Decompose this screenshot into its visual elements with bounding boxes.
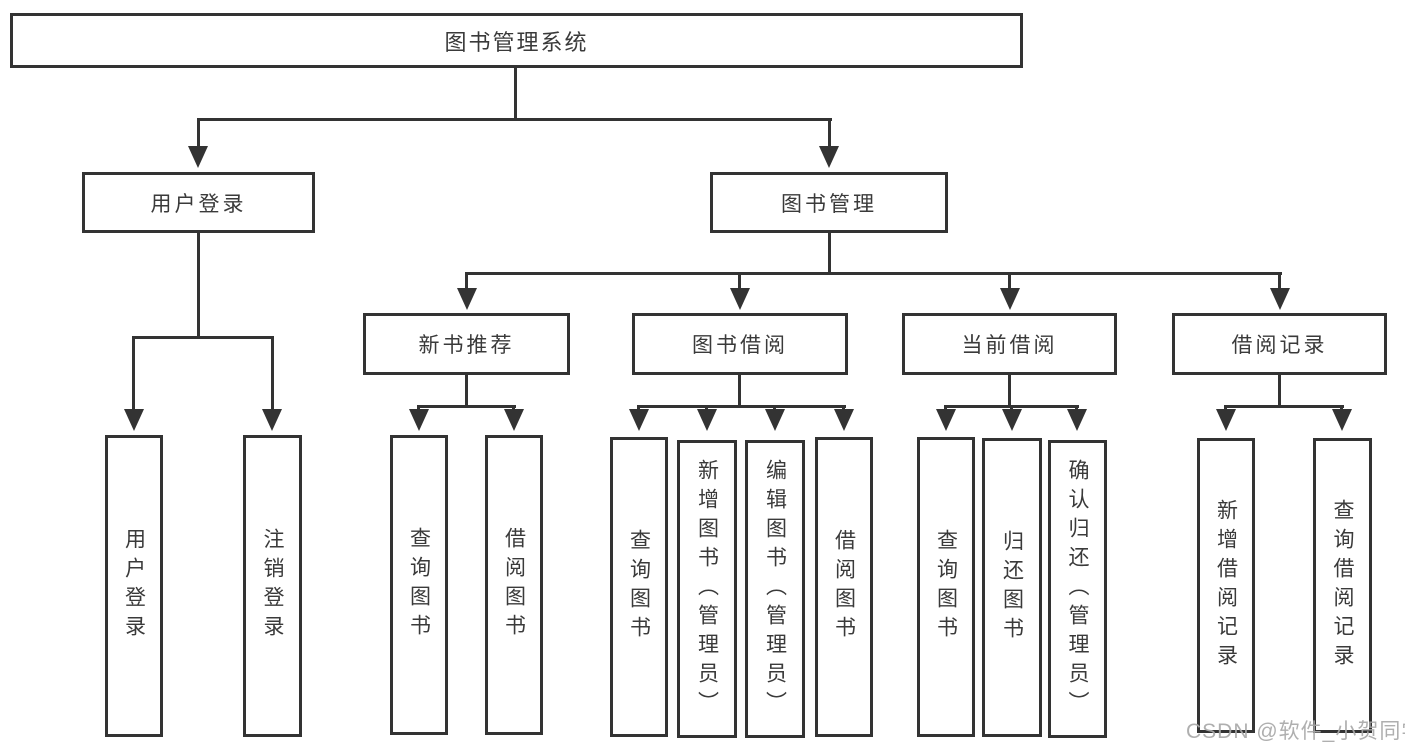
node-label: 新书推荐 [418, 334, 515, 357]
connector-line [1008, 375, 1011, 405]
node-label: 借阅图书 [832, 529, 856, 645]
arrowhead-down-icon [504, 409, 524, 431]
leaf-query-books: 查询图书 [610, 437, 668, 737]
node-label: 当前借阅 [961, 334, 1058, 357]
arrowhead-down-icon [765, 409, 785, 431]
connector-line [197, 233, 200, 336]
leaf-query-books: 查询图书 [917, 437, 975, 737]
arrowhead-down-icon [936, 409, 956, 431]
arrowhead-down-icon [834, 409, 854, 431]
node-current-borrow: 当前借阅 [902, 313, 1117, 375]
leaf-add-borrow-record: 新增借阅记录 [1197, 438, 1255, 733]
node-label: 编辑图书（管理员） [763, 458, 787, 720]
arrowhead-down-icon [697, 409, 717, 431]
node-user-login: 用户登录 [82, 172, 315, 233]
connector-line [1224, 405, 1344, 408]
connector-line [637, 405, 846, 408]
node-label: 借阅图书 [502, 527, 526, 643]
leaf-logout: 注销登录 [243, 435, 302, 737]
arrowhead-down-icon [1067, 409, 1087, 431]
leaf-query-borrow-record: 查询借阅记录 [1313, 438, 1372, 733]
node-label: 查询图书 [934, 529, 958, 645]
arrowhead-down-icon [124, 409, 144, 431]
arrowhead-down-icon [819, 146, 839, 168]
arrowhead-down-icon [262, 409, 282, 431]
connector-line [465, 272, 468, 290]
connector-line [828, 233, 831, 272]
arrowhead-down-icon [1002, 409, 1022, 431]
node-label: 归还图书 [1000, 529, 1024, 646]
arrowhead-down-icon [1270, 288, 1290, 310]
connector-line [465, 375, 468, 405]
connector-line [514, 68, 517, 118]
arrowhead-down-icon [730, 288, 750, 310]
leaf-return-books: 归还图书 [982, 438, 1042, 737]
arrowhead-down-icon [457, 288, 477, 310]
connector-line [132, 336, 274, 339]
node-borrow-record: 借阅记录 [1172, 313, 1387, 375]
node-label: 注销登录 [261, 528, 284, 644]
leaf-add-books-admin: 新增图书（管理员） [677, 440, 737, 738]
leaf-borrow-books: 借阅图书 [815, 437, 873, 737]
connector-line [1278, 272, 1281, 290]
leaf-user-login: 用户登录 [105, 435, 163, 737]
arrowhead-down-icon [1000, 288, 1020, 310]
connector-line [1008, 272, 1011, 290]
leaf-confirm-return-admin: 确认归还（管理员） [1048, 440, 1107, 738]
connector-line [738, 375, 741, 405]
arrowhead-down-icon [409, 409, 429, 431]
connector-line [465, 272, 1282, 275]
connector-line [828, 118, 831, 150]
node-label: 用户登录 [122, 528, 146, 644]
connector-line [1278, 375, 1281, 405]
node-label: 用户登录 [150, 192, 247, 216]
node-label: 借阅记录 [1231, 334, 1328, 357]
node-book-management: 图书管理 [710, 172, 948, 233]
connector-line [197, 118, 200, 150]
leaf-edit-books-admin: 编辑图书（管理员） [745, 440, 805, 738]
node-label: 图书管理 [781, 192, 877, 216]
connector-line [417, 405, 516, 408]
connector-line [197, 118, 832, 121]
connector-line [738, 272, 741, 290]
node-label: 查询图书 [627, 529, 651, 645]
arrowhead-down-icon [1332, 409, 1352, 431]
node-label: 查询图书 [407, 527, 431, 643]
csdn-watermark: CSDN @软件_小贺同学 [1186, 720, 1405, 743]
connector-line [271, 336, 274, 411]
arrowhead-down-icon [1216, 409, 1236, 431]
node-label: 新增借阅记录 [1214, 498, 1238, 673]
node-new-book-recommend: 新书推荐 [363, 313, 570, 375]
node-label: 确认归还（管理员） [1066, 458, 1089, 720]
connector-line [132, 336, 135, 411]
arrowhead-down-icon [629, 409, 649, 431]
leaf-query-books: 查询图书 [390, 435, 448, 735]
node-library-management-system: 图书管理系统 [10, 13, 1023, 68]
leaf-borrow-books: 借阅图书 [485, 435, 543, 735]
node-label: 图书管理系统 [444, 29, 589, 55]
node-label: 查询借阅记录 [1331, 498, 1354, 673]
node-book-borrow: 图书借阅 [632, 313, 848, 375]
node-label: 图书借阅 [692, 334, 788, 357]
arrowhead-down-icon [188, 146, 208, 168]
node-label: 新增图书（管理员） [695, 458, 719, 720]
